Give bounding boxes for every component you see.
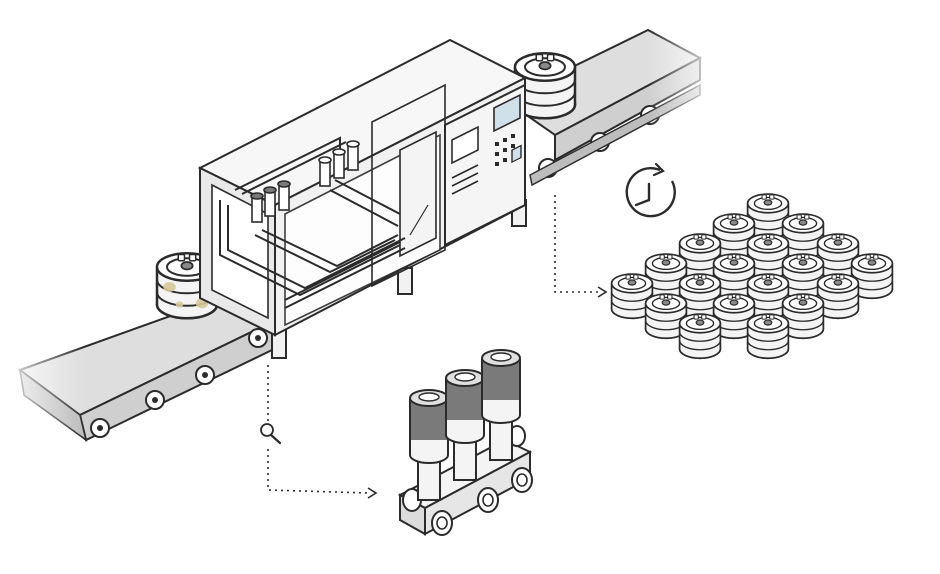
magnifier-icon <box>256 422 284 448</box>
valve-heads <box>409 349 521 464</box>
control-buttons <box>495 134 515 166</box>
output-leader <box>554 195 608 298</box>
valve-manifold-detail <box>397 349 533 536</box>
display-screen <box>493 93 521 133</box>
clock-icon <box>625 162 676 218</box>
stacked-keg <box>746 313 790 360</box>
control-panel <box>444 83 526 247</box>
detail-leader <box>267 365 378 499</box>
stacked-keg <box>678 313 722 360</box>
internal-valves <box>250 140 360 223</box>
keg-stack <box>610 193 894 360</box>
incoming-conveyor <box>0 290 275 460</box>
outgoing-conveyor <box>503 20 720 200</box>
